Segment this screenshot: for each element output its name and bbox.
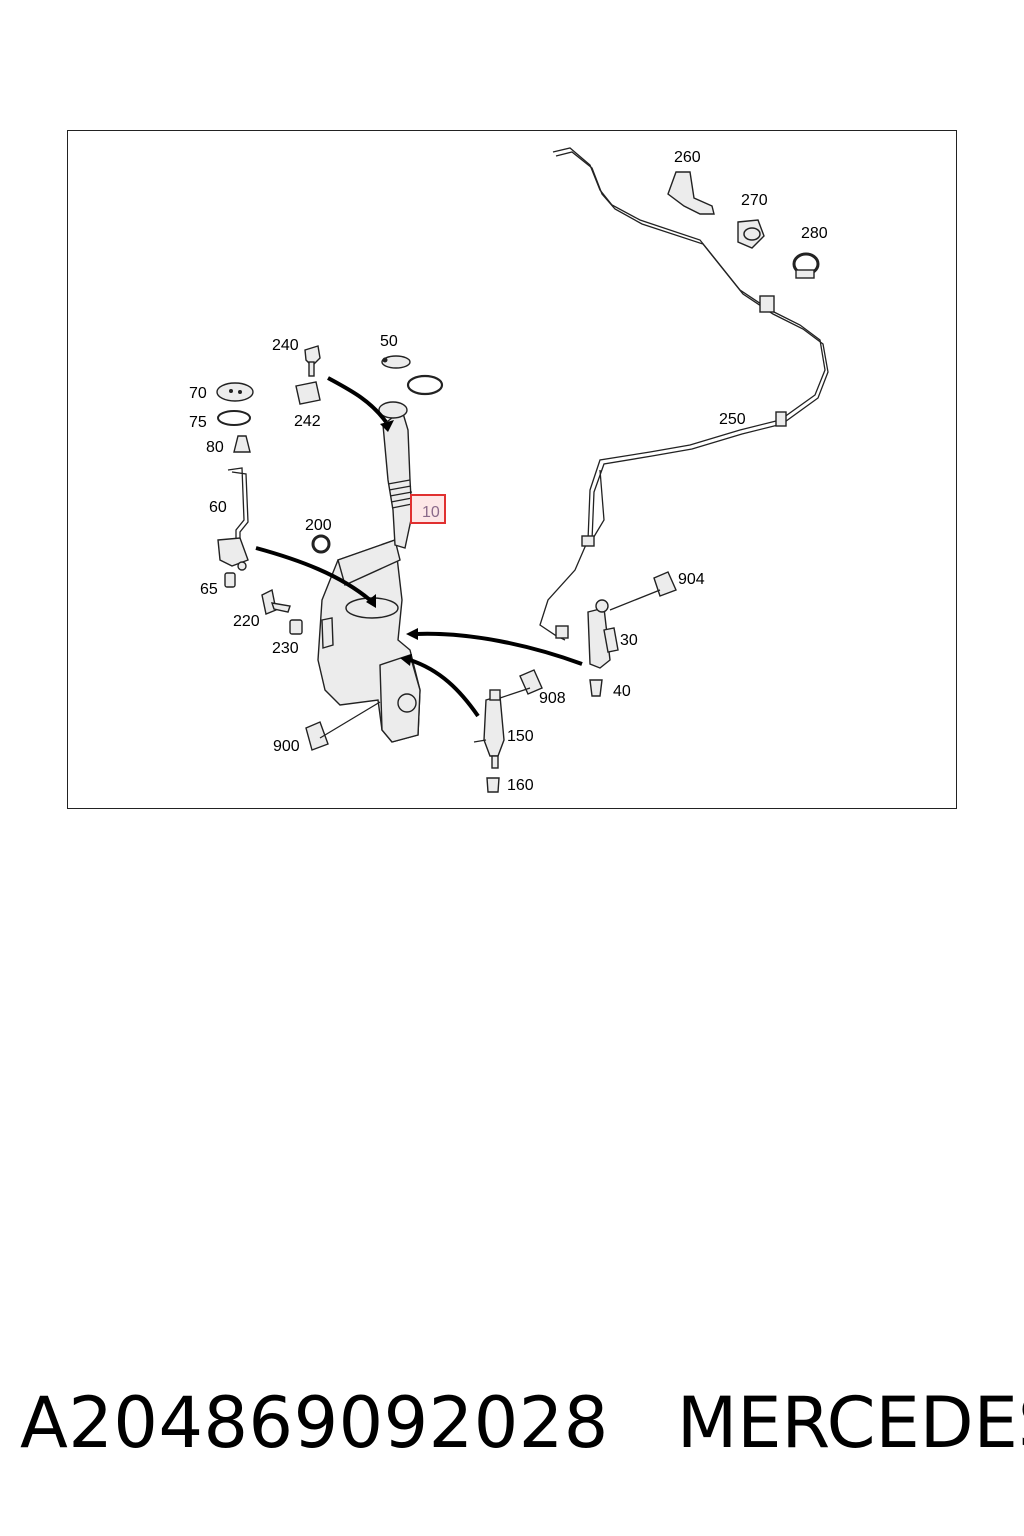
brand-name: MERCEDES xyxy=(676,1382,1024,1464)
callout-280: 280 xyxy=(801,225,828,242)
callout-250: 250 xyxy=(719,411,746,428)
nut-230 xyxy=(289,619,303,635)
clamp-280 xyxy=(792,252,820,279)
seal-ring-75 xyxy=(217,410,251,426)
pump-150 xyxy=(473,689,505,769)
callout-904: 904 xyxy=(678,571,705,588)
callout-242: 242 xyxy=(294,413,321,430)
connector-904 xyxy=(653,571,677,597)
callout-10[interactable]: 10 xyxy=(422,504,440,521)
grommet-160 xyxy=(486,777,500,793)
clip-240 xyxy=(304,345,321,377)
callout-65: 65 xyxy=(200,581,218,598)
diagram-frame xyxy=(67,130,957,809)
part-number: A204869092028 xyxy=(20,1382,609,1464)
clip-242 xyxy=(295,381,321,405)
bolt-220 xyxy=(261,588,291,615)
callout-75: 75 xyxy=(189,414,207,431)
callout-270: 270 xyxy=(741,192,768,209)
connector-908 xyxy=(519,669,543,695)
callout-240: 240 xyxy=(272,337,299,354)
callout-30: 30 xyxy=(620,632,638,649)
callout-80: 80 xyxy=(206,439,224,456)
washer-reservoir xyxy=(317,401,421,743)
connector-900 xyxy=(305,721,329,751)
grommet-80 xyxy=(233,435,251,453)
part-caption: A204869092028 MERCEDES xyxy=(20,1378,1024,1468)
callout-260: 260 xyxy=(674,149,701,166)
callout-900: 900 xyxy=(273,738,300,755)
callout-200: 200 xyxy=(305,517,332,534)
pump-30 xyxy=(587,599,619,669)
callout-908: 908 xyxy=(539,690,566,707)
grommet-40 xyxy=(589,679,603,697)
callout-labels: 10 240 242 50 70 75 80 60 200 65 220 230… xyxy=(189,149,828,794)
plug-65 xyxy=(224,572,236,588)
clip-270 xyxy=(737,219,765,249)
wiring-harness-250 xyxy=(539,147,829,641)
callout-10-highlight[interactable] xyxy=(410,494,446,524)
level-sensor-60 xyxy=(217,467,249,571)
assembly-arrows xyxy=(255,376,583,718)
callout-40: 40 xyxy=(613,683,631,700)
washer-200 xyxy=(311,534,331,554)
callout-60: 60 xyxy=(209,499,227,516)
callout-160: 160 xyxy=(507,777,534,794)
bracket-260 xyxy=(667,171,715,215)
callout-220: 220 xyxy=(233,613,260,630)
callout-150: 150 xyxy=(507,728,534,745)
callout-70: 70 xyxy=(189,385,207,402)
callout-50: 50 xyxy=(380,333,398,350)
cap-50 xyxy=(381,355,444,396)
callout-230: 230 xyxy=(272,640,299,657)
cap-70 xyxy=(216,382,254,402)
